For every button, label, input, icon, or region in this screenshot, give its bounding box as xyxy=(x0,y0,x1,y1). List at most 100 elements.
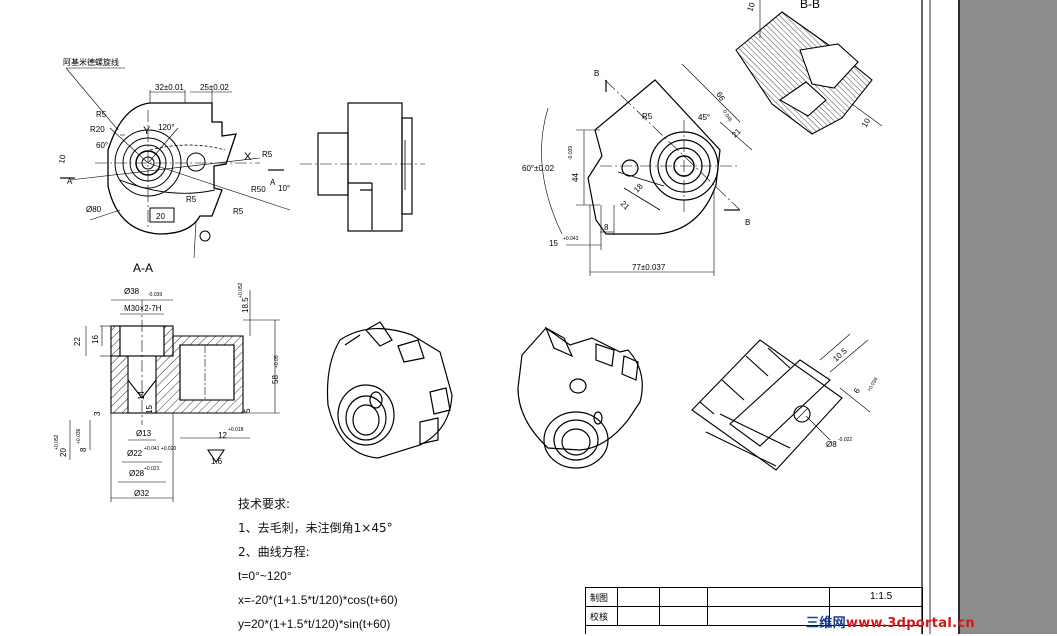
dim-12-tol: +0.018 xyxy=(228,427,244,433)
dim-77: 77±0.037 xyxy=(632,263,666,272)
dim-58: 58 xyxy=(271,375,280,384)
dim-r5-c: R5 xyxy=(186,195,197,204)
dim-44: 44 xyxy=(571,173,580,182)
angle-45: 45° xyxy=(698,113,710,122)
dim-5: 5 xyxy=(243,408,252,413)
dim-r50: R50 xyxy=(251,185,266,194)
dim-22: 22 xyxy=(73,337,82,346)
dim-phi32: Ø32 xyxy=(134,489,150,498)
scale-value: 1:1.5 xyxy=(870,591,893,602)
dim-25: 25±0.02 xyxy=(200,83,229,92)
watermark-brand: 三维网 xyxy=(806,616,846,631)
dim-21: 21 xyxy=(730,126,743,139)
section-a-a-labels: A-A Ø38 -0.039 M30×2-7H 22 16 18.5 +0.05… xyxy=(54,261,280,498)
drawn-label: 制图 xyxy=(590,594,609,604)
dim-phi38: Ø38 xyxy=(124,287,140,296)
dim-r5-d: R5 xyxy=(233,207,244,216)
section-a-right: A xyxy=(270,178,276,187)
dim-12: 12 xyxy=(218,431,227,440)
section-b-top: B xyxy=(594,69,599,78)
dim-8v: 8 xyxy=(79,447,88,452)
dim-15-h-tol: +0.043 xyxy=(563,236,579,242)
dim-16: 16 xyxy=(91,335,100,344)
dim-21-b: 21 xyxy=(619,199,632,212)
dim-15-h: 15 xyxy=(549,239,558,248)
dim-r5-a: R5 xyxy=(96,110,107,119)
dim-66: 66 xyxy=(714,90,727,103)
section-a-left: A xyxy=(67,177,73,186)
dim-phi8-tol: -0.022 xyxy=(838,437,852,443)
dim-15: 15 xyxy=(145,405,154,414)
dim-8v-tol: +0.036 xyxy=(76,428,82,444)
angle-60-tol: 60°±0.02 xyxy=(522,164,555,173)
roughness-1-6: 1.6 xyxy=(211,457,223,466)
dim-44-tol: -0.039 xyxy=(568,146,574,160)
dim-20v: 20 xyxy=(59,448,68,457)
section-b-b xyxy=(735,0,883,135)
angle-120: 120° xyxy=(158,123,175,132)
section-a-a xyxy=(69,290,280,502)
dim-20v-tol: +0.052 xyxy=(54,434,60,450)
top-right-view-labels: B B 66 -0.046 45° R5 21 60°±0.02 44 -0.0… xyxy=(522,69,750,272)
title-block: 制图 1:1.5 校核 xyxy=(585,587,923,634)
notes-line-3: t=0°~120° xyxy=(238,569,292,583)
side-view xyxy=(300,102,425,232)
dim-58-tol: +0.05 xyxy=(274,355,280,368)
dim-phi13: Ø13 xyxy=(136,429,152,438)
front-view-labels: 阿基米德螺旋线 32±0.01 25±0.02 R5 R20 Y 120° 60… xyxy=(57,57,290,221)
dim-18-5-tol: +0.052 xyxy=(238,282,244,298)
front-view xyxy=(60,67,291,259)
section-bb-title: B-B xyxy=(800,0,820,11)
dim-32: 32±0.01 xyxy=(155,83,184,92)
notes-title: 技术要求: xyxy=(238,497,291,511)
dim-66-tol: -0.046 xyxy=(720,108,733,123)
isometric-view-3 xyxy=(691,333,871,471)
dim-3: 3 xyxy=(93,411,102,416)
dim-r5-e: R5 xyxy=(642,112,653,121)
isometric-view-3-labels: 10.5 6 +0.036 Ø8 -0.022 xyxy=(826,346,880,449)
dim-10-bb-top: 10 xyxy=(745,1,757,13)
dim-r20: R20 xyxy=(90,125,105,134)
title-block-row-2: 校核 xyxy=(586,607,922,626)
axis-x: X xyxy=(244,151,252,163)
technical-requirements: 技术要求: 1、去毛刺，未注倒角1×45° 2、曲线方程: t=0°~120° … xyxy=(238,492,398,636)
dim-6-tol: +0.036 xyxy=(867,376,880,393)
notes-line-4: x=-20*(1+1.5*t/120)*cos(t+60) xyxy=(238,593,398,607)
spiral-label: 阿基米德螺旋线 xyxy=(63,57,119,67)
angle-60: 60° xyxy=(96,141,108,150)
dim-10: 10 xyxy=(57,153,68,164)
dim-18: 18 xyxy=(632,181,645,194)
dim-phi28-tol: +0.021 xyxy=(144,466,160,472)
notes-line-5: y=20*(1+1.5*t/120)*sin(t+60) xyxy=(238,617,391,631)
section-b-bottom: B xyxy=(745,218,750,227)
dim-phi28: Ø28 xyxy=(129,469,145,478)
top-right-view xyxy=(541,63,753,276)
dim-phi22-tol: +0.041 +0.020 xyxy=(144,446,176,452)
notes-line-1: 1、去毛刺，未注倒角1×45° xyxy=(238,521,393,535)
dim-phi80: Ø80 xyxy=(86,205,102,214)
sheet-frame xyxy=(921,0,931,634)
dim-r5-b: R5 xyxy=(262,150,273,159)
isometric-view-2 xyxy=(517,326,643,469)
engineering-drawing: 阿基米德螺旋线 32±0.01 25±0.02 R5 R20 Y 120° 60… xyxy=(54,0,931,634)
dim-6: 6 xyxy=(852,386,862,395)
dim-20: 20 xyxy=(156,212,165,221)
site-watermark: 三维网www.3dportal.cn xyxy=(806,612,975,631)
dim-10-bb-right: 10 xyxy=(860,116,873,129)
title-block-row-1: 制图 1:1.5 xyxy=(586,588,922,607)
dim-phi22: Ø22 xyxy=(127,449,143,458)
dim-phi8: Ø8 xyxy=(826,440,837,449)
axis-y: Y xyxy=(143,125,151,137)
dim-18-5: 18.5 xyxy=(241,297,250,313)
section-aa-title: A-A xyxy=(133,261,153,275)
dim-14: 14 xyxy=(137,391,146,400)
angle-10: 10° xyxy=(278,184,290,193)
viewer-side-panel xyxy=(958,0,1057,634)
dim-phi38-tol: -0.039 xyxy=(148,292,162,298)
notes-line-2: 2、曲线方程: xyxy=(238,545,310,559)
checked-label: 校核 xyxy=(590,613,609,623)
watermark-url: www.3dportal.cn xyxy=(845,616,975,631)
dim-10-5: 10.5 xyxy=(831,346,849,363)
dim-m30: M30×2-7H xyxy=(124,304,162,313)
isometric-view-1 xyxy=(326,321,453,459)
